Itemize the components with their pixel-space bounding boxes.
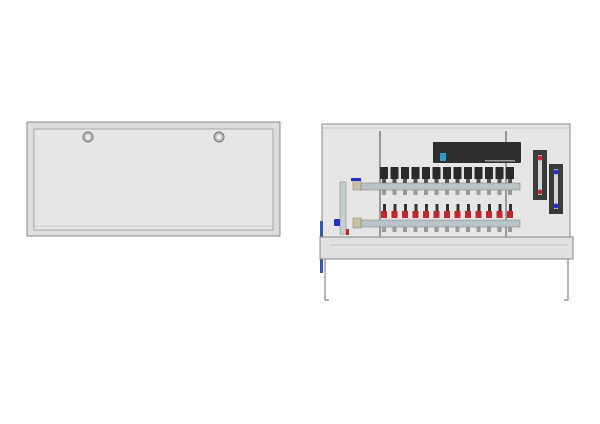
outlet-fitting	[392, 227, 397, 232]
outlet-fitting	[403, 190, 407, 195]
flowmeter-stem	[477, 204, 481, 212]
outlet-fitting	[508, 190, 512, 195]
flowmeter	[507, 211, 513, 218]
outlet-fitting	[413, 227, 418, 232]
flowmeter-stem	[446, 204, 449, 212]
outlet-fitting	[455, 190, 460, 195]
actuator	[464, 167, 472, 179]
outlet-fitting	[445, 227, 449, 232]
flowmeter	[465, 211, 471, 218]
outlet-fitting	[392, 190, 397, 195]
heat-meter-left	[533, 150, 547, 200]
outlet-fitting	[445, 190, 449, 195]
outlet-fitting	[466, 227, 470, 232]
outlet-fitting	[424, 227, 428, 232]
bypass-pipe	[339, 181, 347, 235]
outlet-fitting	[476, 190, 481, 195]
outlet-fitting	[508, 227, 512, 232]
flowmeter-stem	[425, 204, 428, 212]
supply-manifold	[359, 182, 521, 191]
outlet-fitting	[424, 190, 428, 195]
actuator	[453, 167, 462, 179]
ball-valve-handle	[334, 219, 340, 226]
cabinet-door	[33, 128, 274, 231]
flowmeter	[402, 211, 408, 218]
flowmeter-stem	[456, 204, 460, 212]
outlet-fitting	[413, 190, 418, 195]
flowmeter	[486, 211, 492, 218]
return-manifold	[359, 219, 521, 228]
outlet-fitting	[434, 227, 439, 232]
flowmeter	[381, 211, 387, 218]
controller-box	[433, 142, 521, 163]
flowmeter	[423, 211, 429, 218]
outlet-fitting	[466, 190, 470, 195]
flowmeter	[433, 211, 440, 218]
actuator	[432, 167, 441, 179]
actuator	[390, 167, 399, 179]
flowmeter-stem	[509, 204, 512, 212]
flowmeter	[391, 211, 398, 218]
outlet-fitting	[455, 227, 460, 232]
heat-meter-right	[549, 164, 563, 214]
flowmeter-stem	[498, 204, 502, 212]
actuator	[495, 167, 504, 179]
cabinet-leg	[324, 259, 329, 301]
door-handle	[82, 131, 94, 143]
flowmeter-stem	[393, 204, 397, 212]
closed-cabinet	[26, 121, 281, 237]
open-cabinet	[319, 123, 574, 301]
flowmeter	[444, 211, 450, 218]
outlet-fitting	[487, 227, 491, 232]
outlet-fitting	[487, 190, 491, 195]
outlet-fitting	[434, 190, 439, 195]
door-handle	[213, 131, 225, 143]
ball-valve-handle	[351, 178, 361, 181]
outlet-fitting	[382, 190, 386, 195]
cabinet-base-shelf	[319, 236, 574, 260]
flowmeter-stem	[488, 204, 491, 212]
outlet-fitting	[497, 190, 502, 195]
actuator	[380, 167, 388, 179]
actuator	[506, 167, 514, 179]
flowmeter-stem	[404, 204, 407, 212]
flowmeter	[454, 211, 461, 218]
drain-valve	[346, 229, 349, 235]
actuator	[474, 167, 483, 179]
flowmeter	[475, 211, 482, 218]
flowmeter-stem	[467, 204, 470, 212]
outlet-fitting	[382, 227, 386, 232]
actuator	[485, 167, 493, 179]
actuator	[401, 167, 409, 179]
flowmeter-stem	[435, 204, 439, 212]
flowmeter	[496, 211, 503, 218]
actuator	[411, 167, 420, 179]
flowmeter	[412, 211, 419, 218]
actuator	[443, 167, 451, 179]
outlet-fitting	[476, 227, 481, 232]
actuator	[422, 167, 430, 179]
outlet-fitting	[497, 227, 502, 232]
flowmeter-stem	[383, 204, 386, 212]
outlet-fitting	[403, 227, 407, 232]
cabinet-leg	[564, 259, 569, 301]
flowmeter-stem	[414, 204, 418, 212]
